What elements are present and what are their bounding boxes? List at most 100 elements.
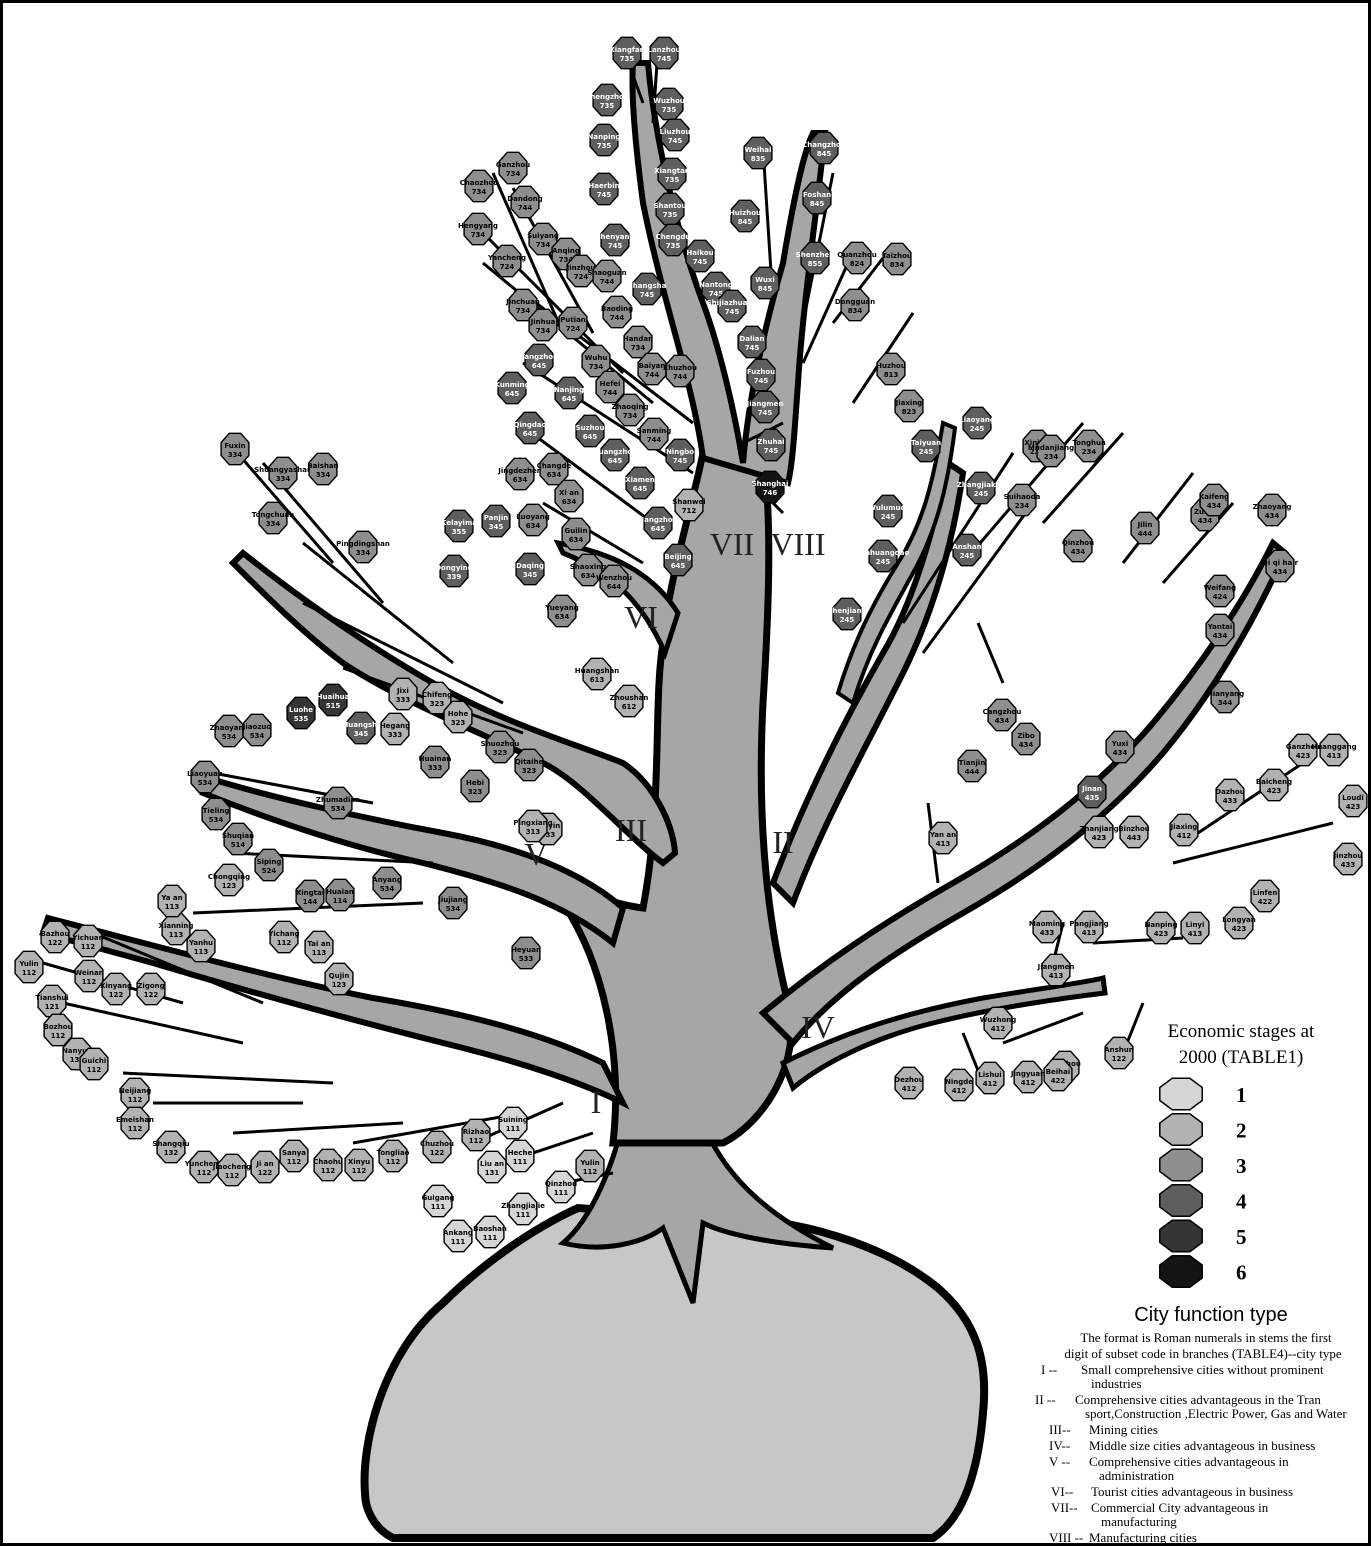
stage-swatch-marker [1160, 1149, 1202, 1180]
city-name: Shijiazhuang [707, 299, 758, 307]
city-node: Jilin444 [1131, 512, 1159, 543]
city-node: Ningbo745 [666, 439, 694, 470]
city-name: Haikou [686, 249, 713, 257]
city-node: Zhuhai745 [757, 429, 785, 460]
city-node: Loudi423 [1339, 785, 1367, 816]
city-code: 645 [633, 485, 648, 493]
city-code: 412 [1177, 832, 1192, 840]
function-type-item: I --Small comprehensive cities without p… [1041, 1362, 1324, 1391]
city-name: Anqing [552, 247, 580, 255]
city-name: Suining [498, 1116, 528, 1124]
city-name: Hengyang [458, 222, 498, 230]
city-node: Guichi112 [80, 1048, 108, 1079]
city-name: Tieling [203, 807, 230, 815]
city-node: Kunming645 [495, 372, 530, 403]
city-code: 122 [48, 939, 63, 947]
city-node: Emeishan112 [116, 1107, 154, 1138]
twig [123, 1073, 333, 1083]
city-name: Yangzhou [519, 353, 558, 361]
city-name: Zhaoyang [1253, 503, 1292, 511]
city-code: 845 [817, 150, 832, 158]
city-code: 634 [569, 536, 584, 544]
city-node: Tai an113 [305, 931, 333, 962]
city-code: 423 [1154, 930, 1169, 938]
city-code: 123 [332, 981, 347, 989]
city-name: Wulumuqi [868, 504, 908, 512]
city-name: Bazhou [41, 930, 70, 938]
city-name: Liu an [480, 1160, 504, 1168]
stem-label-6: VI [624, 599, 658, 635]
city-node: Huizhou845 [729, 200, 761, 231]
city-code: 112 [469, 1137, 484, 1145]
city-code: 745 [754, 377, 769, 385]
function-type-item: VI--Tourist cities advantageous in busin… [1051, 1484, 1293, 1499]
city-name: Suihaoda [1004, 493, 1041, 501]
city-name: Huangshi [342, 721, 379, 729]
legend: Economic stages at 2000 (TABLE1) 123456 … [1035, 1021, 1347, 1543]
function-type-item: V --Comprehensive cities advantageous in… [1049, 1454, 1289, 1483]
city-code: 434 [1207, 502, 1222, 510]
city-name: Xinyang [100, 982, 132, 990]
function-type-list: I --Small comprehensive cities without p… [1035, 1362, 1347, 1543]
city-code: 122 [144, 991, 159, 999]
city-name: Wuxi [755, 276, 775, 284]
city-name: Tai an [307, 940, 330, 948]
city-name: Qujin [329, 972, 350, 980]
city-node: Linyi413 [1181, 912, 1209, 943]
city-code: 323 [430, 700, 445, 708]
city-code: 423 [1092, 834, 1107, 842]
city-code: 434 [995, 717, 1010, 725]
city-name: Jilin [1137, 521, 1153, 529]
city-name: Bozhou [44, 1023, 73, 1031]
city-code: 443 [1127, 834, 1142, 842]
function-type-code: I -- [1041, 1362, 1057, 1377]
stage-swatch: 4 [1160, 1185, 1247, 1216]
city-code: 111 [431, 1203, 446, 1211]
function-type-code: VII-- [1051, 1500, 1078, 1515]
city-name: Cangzhou [983, 708, 1022, 716]
city-node: Taiyuan245 [911, 430, 941, 461]
city-node: Ya an113 [158, 885, 186, 916]
city-code: 434 [1198, 517, 1213, 525]
city-name: Guigang [422, 1194, 455, 1202]
city-node: Huangshi345 [342, 712, 379, 743]
city-name: Suiyang [527, 232, 559, 240]
city-name: Huizhou [729, 209, 761, 217]
city-name: Chaohu [313, 1158, 343, 1166]
city-code: 323 [493, 749, 508, 757]
city-code: 734 [506, 170, 521, 178]
city-node: Wulumuqi245 [868, 495, 908, 526]
city-node: Linfen422 [1251, 880, 1279, 911]
city-code: 744 [610, 314, 625, 322]
function-type-code: V -- [1049, 1454, 1070, 1469]
city-node: Baoding744 [601, 296, 633, 327]
city-code: 245 [960, 552, 975, 560]
city-name: Jiaxing [895, 399, 923, 407]
stage-swatch-marker [1160, 1256, 1202, 1287]
city-name: Hefei [600, 380, 621, 388]
city-code: 112 [51, 1032, 66, 1040]
city-name: Yancheng [487, 254, 526, 262]
city-name: Changzhou [802, 141, 846, 149]
city-code: 112 [81, 943, 96, 951]
city-code: 634 [526, 522, 541, 530]
city-node: Zibo434 [1012, 723, 1040, 754]
city-node: Ji an122 [251, 1151, 279, 1182]
stage-swatch: 3 [1160, 1149, 1247, 1180]
city-code: 712 [682, 507, 697, 515]
city-code: 734 [536, 327, 551, 335]
city-name: Tonghua [1072, 439, 1106, 447]
city-name: Taiyuan [911, 439, 941, 447]
city-code: 111 [506, 1125, 521, 1133]
city-code: 123 [222, 882, 237, 890]
city-code: 113 [194, 948, 209, 956]
city-name: Lishui [978, 1071, 1001, 1079]
city-node: Nanping735 [588, 124, 621, 155]
city-name: Dandong [507, 195, 542, 203]
city-node: Baiyan744 [638, 353, 666, 384]
city-code: 111 [483, 1234, 498, 1242]
city-name: Qi qi ha r [1262, 559, 1299, 567]
city-name: Shanghai [752, 480, 789, 488]
stage-swatch-marker [1160, 1185, 1202, 1216]
